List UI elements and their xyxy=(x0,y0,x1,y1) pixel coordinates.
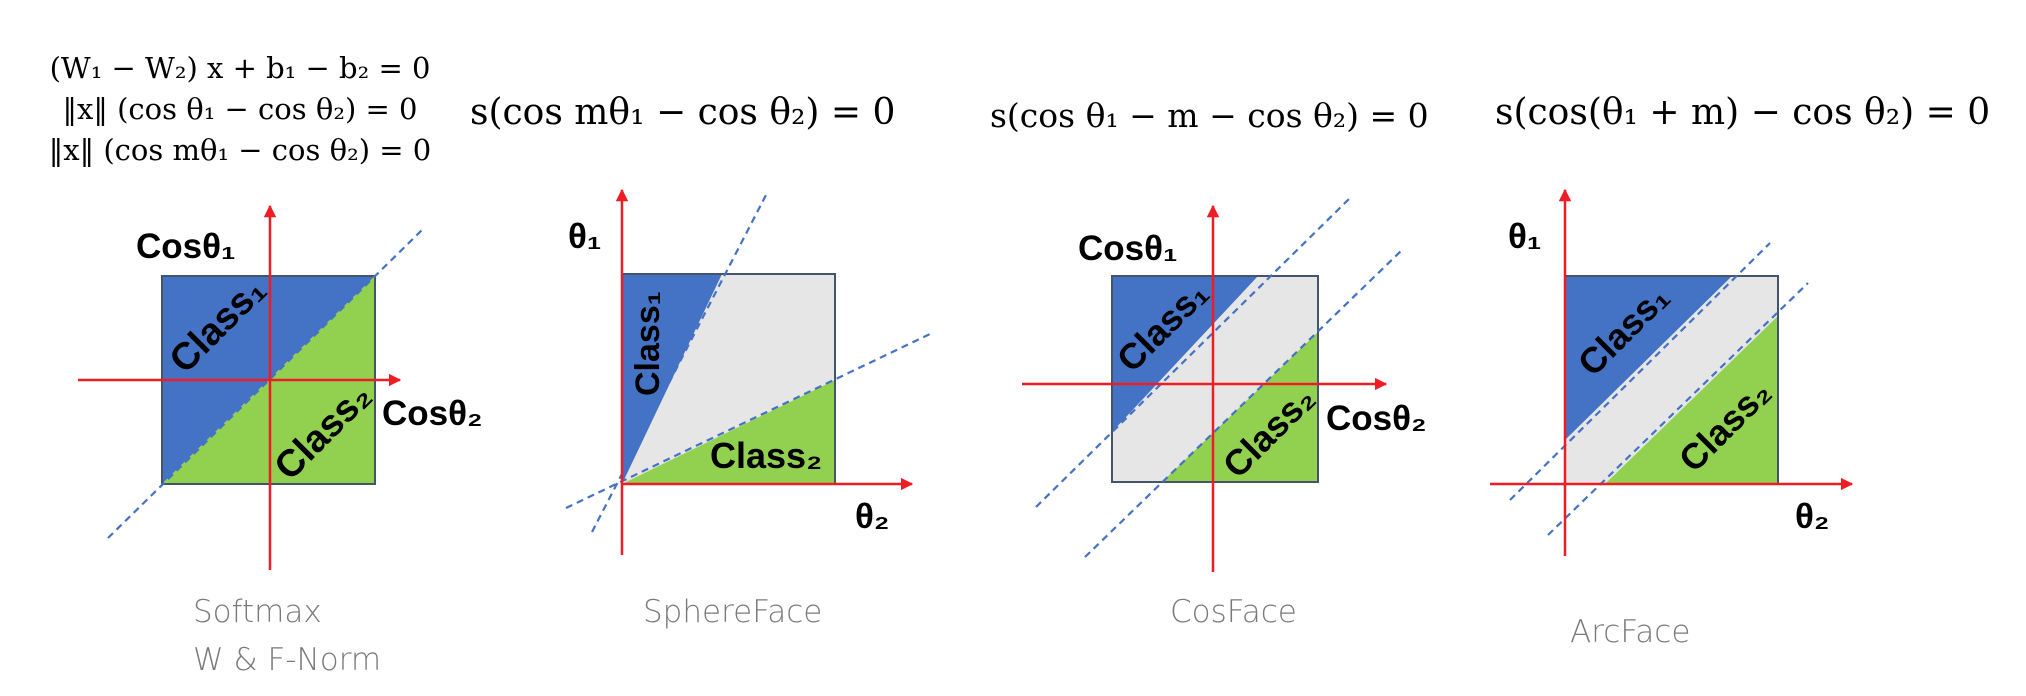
softmax-caption-line-1: Softmax xyxy=(193,594,322,630)
cosface-x-axis-label: Cosθ₂ xyxy=(1326,399,1427,438)
softmax-equation-3: ‖x‖ (cos mθ₁ − cos θ₂) = 0 xyxy=(49,133,431,167)
softmax-equation-2: ‖x‖ (cos θ₁ − cos θ₂) = 0 xyxy=(63,92,418,126)
sphereface-caption: SphereFace xyxy=(643,594,822,630)
sphereface-y-axis-label: θ₁ xyxy=(568,217,601,256)
softmax-caption-line-2: W & F-Norm xyxy=(193,642,381,678)
arcface-class1-boundary xyxy=(1509,242,1771,501)
cosface-region-box xyxy=(1111,275,1319,483)
arcface-class2-boundary xyxy=(1547,282,1809,536)
cosface-class1-region xyxy=(1112,276,1258,432)
sphereface-x-axis-label: θ₂ xyxy=(855,497,889,536)
arcface-y-axis-label: θ₁ xyxy=(1508,217,1541,256)
arcface-caption: ArcFace xyxy=(1570,614,1690,650)
arcface-equation: s(cos(θ₁ + m) − cos θ₂) = 0 xyxy=(1495,92,1990,133)
sphereface-class2-boundary xyxy=(565,333,931,509)
panel-cosface: s(cos θ₁ − m − cos θ₂) = 0 Cosθ₁ Cosθ₂ C… xyxy=(990,96,1429,630)
sphereface-equation: s(cos mθ₁ − cos θ₂) = 0 xyxy=(470,92,895,133)
cosface-class1-boundary xyxy=(1035,197,1351,508)
softmax-decision-boundary xyxy=(107,229,423,539)
softmax-y-axis-label: Cosθ₁ xyxy=(136,227,236,266)
arcface-x-axis-label: θ₂ xyxy=(1795,497,1829,536)
cosface-class2-boundary xyxy=(1084,249,1403,558)
sphereface-class2-region xyxy=(622,380,835,484)
panel-softmax: (W₁ − W₂) x + b₁ − b₂ = 0 ‖x‖ (cos θ₁ − … xyxy=(49,51,483,678)
arcface-class1-region xyxy=(1565,276,1732,440)
cosface-caption: CosFace xyxy=(1170,594,1297,630)
cosface-y-axis-label: Cosθ₁ xyxy=(1078,229,1178,268)
panel-arcface: s(cos(θ₁ + m) − cos θ₂) = 0 θ₁ θ₂ Class₁… xyxy=(1490,92,1990,650)
softmax-x-axis-label: Cosθ₂ xyxy=(382,394,483,433)
sphereface-class1-label: Class₁ xyxy=(629,291,667,396)
panel-sphereface: s(cos mθ₁ − cos θ₂) = 0 θ₁ θ₂ Class₁ Cla… xyxy=(470,92,931,630)
arcface-class2-region xyxy=(1605,316,1778,484)
sphereface-class2-label: Class₂ xyxy=(710,435,822,476)
cosface-equation: s(cos θ₁ − m − cos θ₂) = 0 xyxy=(990,96,1429,135)
softmax-equation-1: (W₁ − W₂) x + b₁ − b₂ = 0 xyxy=(50,51,431,85)
